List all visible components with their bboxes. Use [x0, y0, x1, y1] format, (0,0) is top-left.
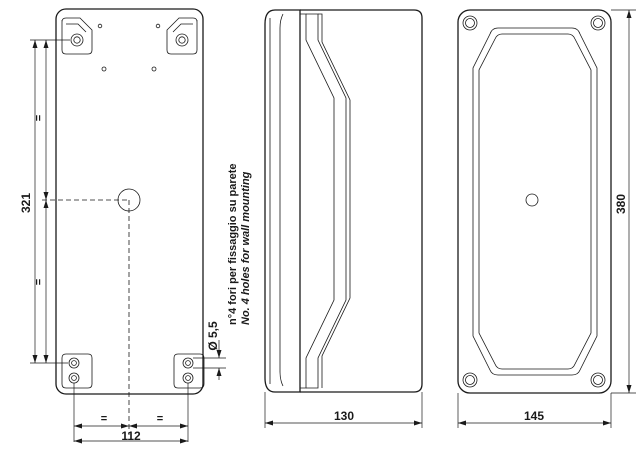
pin-hole-left	[101, 66, 107, 72]
mounting-bracket-top-left	[61, 17, 103, 55]
dimension-145-label: 145	[524, 409, 544, 423]
lid-screw-bottom-right	[590, 372, 606, 388]
dimension-112	[73, 383, 189, 444]
back-view: 321 = = = = 112 Ø 5,5	[19, 8, 252, 444]
lid-panel-inner	[478, 33, 592, 370]
back-view-outline	[55, 8, 204, 395]
dimension-321	[30, 39, 70, 364]
mounting-bracket-top-right	[155, 17, 198, 55]
dimension-130-label: 130	[334, 409, 354, 423]
lid-screw-bottom-left	[462, 372, 478, 388]
dimension-380-label: 380	[614, 194, 628, 214]
note-english: No. 4 holes for wall mounting	[240, 171, 252, 325]
dimension-hole-diameter	[193, 340, 226, 380]
dimension-112-label: 112	[121, 429, 141, 443]
dimension-hole-diameter-label: Ø 5,5	[206, 321, 220, 351]
dimension-321-label: 321	[19, 193, 33, 213]
dimension-equal-top: =	[33, 115, 45, 121]
lid-screw-top-left	[462, 15, 478, 31]
front-view: 380 145	[457, 9, 636, 428]
mounting-bracket-bottom-right	[173, 353, 205, 389]
lid-screw-top-right	[590, 15, 606, 31]
dimension-equal-left: =	[101, 413, 107, 425]
dimension-equal-right: =	[157, 413, 163, 425]
side-view-body	[300, 9, 423, 393]
side-view: 130	[264, 9, 423, 428]
pin-hole-right	[151, 66, 157, 72]
lid-panel-outer	[472, 27, 598, 376]
mounting-bracket-bottom-left	[61, 353, 93, 389]
lid-center-mark	[525, 193, 539, 207]
note-italian: n°4 fori per fissaggio su parete	[227, 164, 239, 326]
dimension-equal-bottom: =	[33, 279, 45, 285]
front-view-outline	[457, 9, 612, 394]
